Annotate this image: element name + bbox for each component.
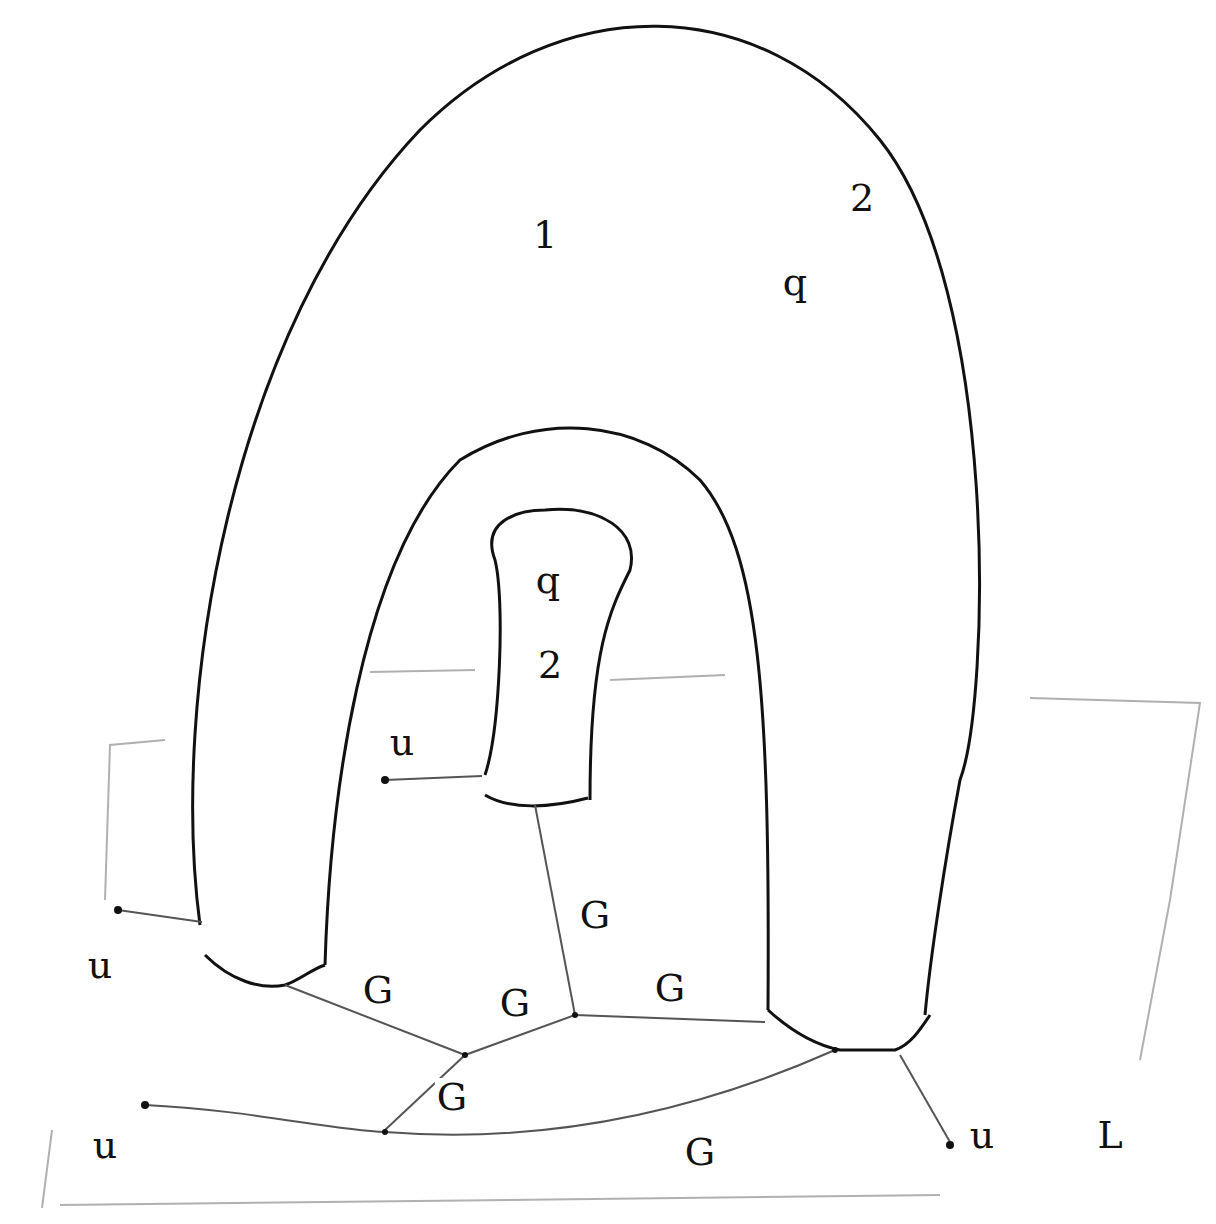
- junction-dot: [462, 1052, 468, 1058]
- graph-line: [900, 1055, 950, 1142]
- junction-dot: [572, 1012, 578, 1018]
- region-label: q: [534, 561, 562, 599]
- edge-label: G: [653, 969, 687, 1007]
- blob-rim: [485, 795, 588, 806]
- plane-back-edge: [610, 675, 725, 680]
- graph-line: [575, 1015, 765, 1022]
- plane-label: L: [1095, 1116, 1124, 1154]
- region-label: 1: [531, 216, 559, 254]
- plane-edge: [60, 1195, 940, 1205]
- junction-dot: [382, 1129, 388, 1135]
- point-label: u: [91, 1126, 119, 1164]
- edge-label: G: [435, 1078, 469, 1116]
- graph-line: [145, 1050, 835, 1135]
- point-label: u: [86, 946, 114, 984]
- graph-dots: [114, 776, 954, 1149]
- plane-edge: [42, 1130, 52, 1208]
- edge-label: G: [498, 984, 532, 1022]
- plane-outline: [42, 670, 1200, 1208]
- edge-label: G: [361, 971, 395, 1009]
- exponent-label: 2: [848, 179, 876, 217]
- foot-rim: [205, 955, 325, 986]
- plane-back-edge: [370, 670, 475, 672]
- graph-line: [385, 776, 482, 780]
- point-dot: [114, 906, 122, 914]
- edge-label: G: [578, 896, 612, 934]
- inner-blob: [485, 509, 632, 800]
- point-dot: [141, 1101, 149, 1109]
- graph-line: [535, 805, 575, 1015]
- junction-dot: [832, 1047, 838, 1053]
- foot-rim: [768, 1010, 930, 1050]
- plane-edge: [105, 740, 165, 900]
- region-label: 2: [536, 646, 564, 684]
- graph-lines: [118, 776, 950, 1142]
- point-label: u: [388, 723, 416, 761]
- point-dot: [946, 1141, 954, 1149]
- point-label: u: [968, 1116, 996, 1154]
- inner-arch: [325, 428, 768, 1010]
- point-dot: [381, 776, 389, 784]
- surface-outline: [193, 26, 980, 1050]
- outer-arch: [193, 26, 980, 1015]
- plane-edge: [1030, 698, 1200, 1060]
- graph-line: [118, 910, 202, 922]
- edge-label: G: [683, 1133, 717, 1171]
- region-label: q: [781, 263, 809, 301]
